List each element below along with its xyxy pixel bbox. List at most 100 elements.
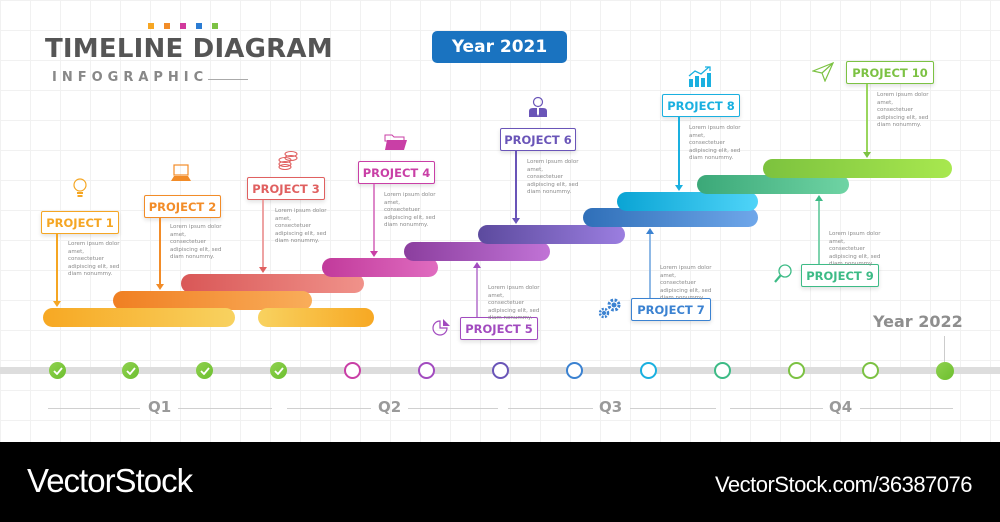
project-2-label: PROJECT 2 <box>144 195 221 218</box>
project-5-connector <box>476 268 478 317</box>
check-icon <box>52 366 63 375</box>
project-10-label: PROJECT 10 <box>846 61 934 84</box>
q3-line-right <box>630 408 716 409</box>
project-9-arrow <box>815 195 823 201</box>
project-7-arrow <box>646 228 654 234</box>
laptop-icon <box>171 164 191 181</box>
folder-icon <box>384 134 407 150</box>
lightbulb-icon <box>73 178 87 197</box>
user-icon <box>529 96 547 117</box>
bar-project-5 <box>404 242 550 261</box>
bar-project-9 <box>697 175 849 194</box>
growth-chart-icon <box>688 66 711 87</box>
project-1-connector <box>56 234 58 301</box>
bar-project-3 <box>181 274 364 293</box>
footer-bar: VectorStock VectorStock.com/36387076 <box>0 442 1000 522</box>
quarter-q4: Q4 <box>829 398 853 416</box>
accent-squares <box>148 23 218 29</box>
bar-project-2 <box>113 291 312 310</box>
project-3-connector <box>262 200 264 267</box>
bar-project-7 <box>583 208 758 227</box>
bar-project-10 <box>763 159 952 178</box>
footer-image-link[interactable]: VectorStock.com/36387076 <box>714 472 973 497</box>
quarter-q3: Q3 <box>599 398 623 416</box>
project-4-label: PROJECT 4 <box>358 161 435 184</box>
milestone-8 <box>566 362 583 379</box>
check-icon <box>199 366 210 375</box>
bar-project-1a <box>43 308 235 327</box>
milestone-9 <box>640 362 657 379</box>
milestone-11 <box>788 362 805 379</box>
project-4-description: Lorem ipsum dolor amet, consectetuer adi… <box>384 192 436 228</box>
milestone-2-complete <box>122 362 139 379</box>
project-8-label: PROJECT 8 <box>662 94 740 117</box>
project-9-connector <box>818 201 820 264</box>
project-6-label: PROJECT 6 <box>500 128 576 151</box>
year-start-badge: Year 2021 <box>432 31 567 63</box>
project-1-label: PROJECT 1 <box>41 211 119 234</box>
footer-brand: VectorStock <box>27 462 193 499</box>
pie-chart-icon <box>432 319 450 336</box>
bar-project-1b <box>258 308 374 327</box>
gears-icon <box>598 298 621 319</box>
project-7-connector <box>649 234 651 298</box>
project-8-description: Lorem ipsum dolor amet, consectetuer adi… <box>689 125 741 161</box>
project-6-arrow <box>512 218 520 224</box>
milestone-4-complete <box>270 362 287 379</box>
project-6-connector <box>515 151 517 218</box>
diagram-subtitle: INFOGRAPHIC <box>52 70 209 85</box>
project-3-label: PROJECT 3 <box>247 177 325 200</box>
quarter-q2: Q2 <box>378 398 402 416</box>
accent-square-orange <box>164 23 170 29</box>
coins-icon <box>278 150 298 170</box>
project-2-connector <box>159 218 161 284</box>
accent-square-green <box>212 23 218 29</box>
check-icon <box>125 366 136 375</box>
project-2-arrow <box>156 284 164 290</box>
milestone-6 <box>418 362 435 379</box>
project-3-arrow <box>259 267 267 273</box>
q4-line-left <box>730 408 823 409</box>
q1-line-right <box>178 408 272 409</box>
milestone-7 <box>492 362 509 379</box>
magnifier-icon <box>774 264 792 283</box>
q1-line-left <box>48 408 140 409</box>
quarter-q1: Q1 <box>148 398 172 416</box>
project-1-arrow <box>53 301 61 307</box>
accent-square-pink <box>180 23 186 29</box>
project-5-description: Lorem ipsum dolor amet, consectetuer adi… <box>488 285 540 321</box>
project-7-description: Lorem ipsum dolor amet, consectetuer adi… <box>660 265 712 301</box>
q3-line-left <box>508 408 593 409</box>
bar-project-4 <box>322 258 438 277</box>
project-5-label: PROJECT 5 <box>460 317 538 340</box>
milestone-1-complete <box>49 362 66 379</box>
project-5-arrow <box>473 262 481 268</box>
milestone-end <box>936 362 954 380</box>
project-7-label: PROJECT 7 <box>631 298 711 321</box>
project-3-description: Lorem ipsum dolor amet, consectetuer adi… <box>275 208 327 244</box>
year-end-label: Year 2022 <box>873 312 963 331</box>
subtitle-divider <box>208 79 248 80</box>
accent-square-yellow <box>148 23 154 29</box>
project-10-description: Lorem ipsum dolor amet, consectetuer adi… <box>877 92 929 128</box>
project-9-label: PROJECT 9 <box>801 264 879 287</box>
milestone-10 <box>714 362 731 379</box>
bar-project-8 <box>617 192 758 211</box>
accent-square-blue <box>196 23 202 29</box>
milestone-5 <box>344 362 361 379</box>
project-6-description: Lorem ipsum dolor amet, consectetuer adi… <box>527 159 579 195</box>
milestone-12 <box>862 362 879 379</box>
project-4-connector <box>373 184 375 251</box>
q2-line-right <box>408 408 498 409</box>
project-8-connector <box>678 117 680 185</box>
project-2-description: Lorem ipsum dolor amet, consectetuer adi… <box>170 224 222 260</box>
infographic-canvas: TIMELINE DIAGRAM INFOGRAPHIC Year 2021 P… <box>0 0 1000 442</box>
bar-project-6 <box>478 225 625 244</box>
q2-line-left <box>287 408 371 409</box>
project-1-description: Lorem ipsum dolor amet, consectetuer adi… <box>68 241 120 277</box>
year-end-tick <box>944 336 945 362</box>
project-9-description: Lorem ipsum dolor amet, consectetuer adi… <box>829 231 881 267</box>
check-icon <box>273 366 284 375</box>
diagram-title: TIMELINE DIAGRAM <box>45 34 333 64</box>
q4-line-right <box>860 408 953 409</box>
